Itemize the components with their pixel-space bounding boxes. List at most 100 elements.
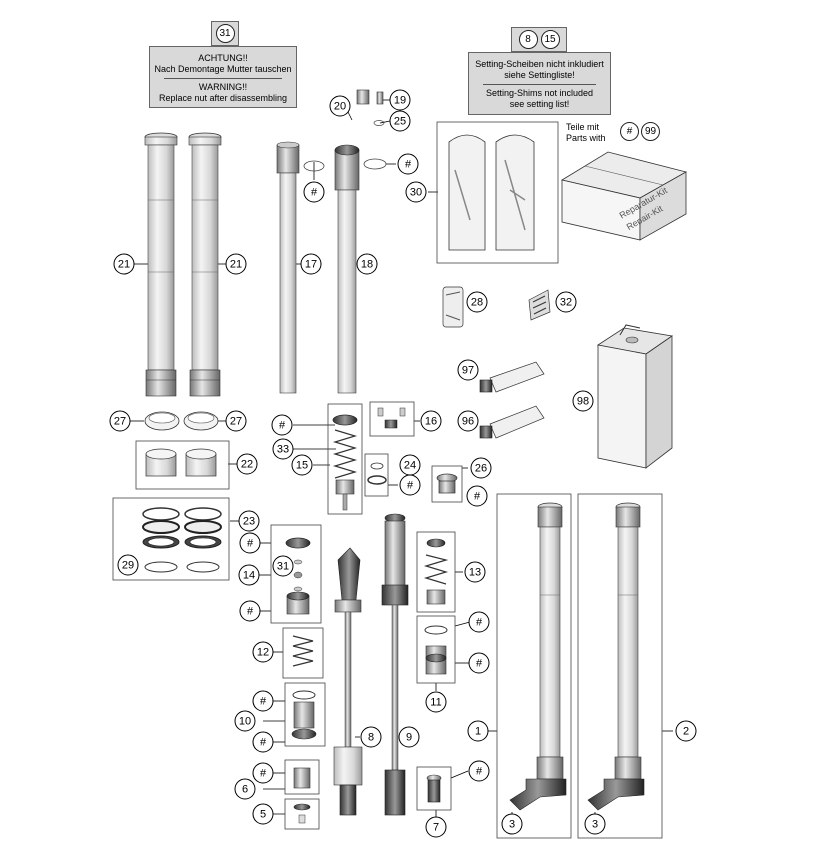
warning-line-de-1: ACHTUNG!! — [198, 53, 248, 63]
callout-label: # — [260, 696, 267, 708]
callout-circle — [252, 690, 274, 712]
bushings-22 — [145, 448, 217, 477]
callout-circle — [425, 816, 447, 838]
part-7 — [426, 774, 442, 803]
callout-label: 27 — [230, 416, 242, 428]
callout-label: 11 — [430, 697, 441, 709]
callout-30: 30 — [405, 181, 427, 203]
callout-circle — [501, 813, 523, 835]
piston-rod-8 — [333, 547, 363, 816]
callout-circle — [300, 253, 322, 275]
callout-label: 3 — [509, 819, 515, 831]
callout-12: 12 — [252, 641, 274, 663]
fork-guards — [448, 134, 535, 251]
sticker-32 — [528, 289, 551, 321]
frame-26 — [431, 465, 463, 503]
callout-hash-6: # — [252, 762, 274, 784]
callout-circle — [238, 510, 260, 532]
callout-label: 15 — [296, 460, 308, 472]
callout-23: 23 — [238, 510, 260, 532]
callout-label: 7 — [433, 822, 439, 834]
callout-label: 98 — [577, 396, 589, 408]
callout-5: 5 — [252, 803, 274, 825]
callout-circle — [234, 710, 256, 732]
frame-24 — [364, 453, 389, 497]
part-5 — [293, 803, 311, 824]
callout-circle — [252, 731, 274, 753]
callout-6: 6 — [234, 778, 256, 800]
callout-label: 26 — [475, 463, 487, 475]
callout-label: 22 — [241, 459, 253, 471]
kit-note-hash-tag: # — [620, 122, 639, 141]
callout-label: # — [247, 606, 254, 618]
hardware-16 — [377, 407, 406, 429]
kit-note-99-tag: 99 — [641, 122, 660, 141]
shims-line-en-1: Setting-Shims not included — [485, 88, 594, 98]
callout-hash-14a: # — [239, 532, 261, 554]
callout-label: 17 — [305, 259, 317, 271]
callout-label: 21 — [230, 259, 242, 271]
spring-assembly-15 — [332, 414, 358, 511]
callout-circle — [467, 720, 489, 742]
frame-7 — [416, 766, 452, 811]
shims-line-de-1: Setting-Scheiben nicht inkludiert — [475, 59, 604, 69]
callout-27b: 27 — [225, 410, 247, 432]
callout-20: 20 — [329, 95, 351, 117]
callout-hash-11a: # — [468, 611, 490, 633]
callout-16: 16 — [420, 410, 442, 432]
outer-tube-left — [144, 132, 178, 397]
callout-circle — [555, 291, 577, 313]
callout-15: 15 — [291, 454, 313, 476]
callout-label: 27 — [114, 416, 126, 428]
callout-circle — [113, 253, 135, 275]
callout-label: 6 — [242, 784, 248, 796]
callout-32: 32 — [555, 291, 577, 313]
outer-tube-right — [188, 132, 222, 397]
callout-circle — [399, 474, 421, 496]
callout-label: 8 — [368, 732, 374, 744]
callout-circle — [466, 291, 488, 313]
shims-notice: Setting-Scheiben nicht inkludiert siehe … — [468, 52, 611, 115]
callout-circle — [236, 453, 258, 475]
callout-hash-26: # — [466, 485, 488, 507]
callout-label: 2 — [683, 726, 689, 738]
frame-23-29 — [112, 497, 230, 581]
cartridge-tube-18 — [334, 89, 387, 394]
parts-24-26 — [367, 462, 458, 494]
callout-circle — [420, 410, 442, 432]
warning-line-de-2: Nach Demontage Mutter tauschen — [154, 64, 292, 74]
callout-18: 18 — [356, 253, 378, 275]
shims-line-de-2: siehe Settingliste! — [504, 70, 575, 80]
callout-9: 9 — [398, 726, 420, 748]
callout-label: 32 — [560, 297, 572, 309]
callout-26: 26 — [470, 457, 492, 479]
shims-line-en-2: see setting list! — [509, 99, 570, 109]
callout-circle — [398, 726, 420, 748]
callout-label: 5 — [260, 809, 266, 821]
callout-circle — [225, 253, 247, 275]
frame-10 — [284, 682, 326, 747]
callout-circle — [675, 720, 697, 742]
callout-label: 96 — [462, 416, 474, 428]
callout-2: 2 — [675, 720, 697, 742]
callout-8: 8 — [360, 726, 382, 748]
callout-13: 13 — [464, 561, 486, 583]
callout-label: 24 — [404, 460, 416, 472]
callout-label: 14 — [243, 570, 255, 582]
frame-11 — [416, 615, 456, 684]
shims-ref-tag-15: 15 — [540, 30, 560, 49]
callout-21b: 21 — [225, 253, 247, 275]
kit-note-line-en: Parts with — [566, 133, 606, 143]
frame-15 — [327, 403, 363, 515]
callout-circle — [397, 153, 419, 175]
callout-3: 3 — [501, 813, 523, 835]
callout-hash-14b: # — [239, 600, 261, 622]
callout-label: 13 — [469, 567, 481, 579]
callout-circle — [238, 564, 260, 586]
callout-circle — [360, 726, 382, 748]
frame-16 — [369, 401, 415, 437]
callout-hash-17: # — [303, 181, 325, 203]
callout-hash-15: # — [271, 414, 293, 436]
callout-circle — [225, 410, 247, 432]
frame-12 — [282, 627, 324, 679]
